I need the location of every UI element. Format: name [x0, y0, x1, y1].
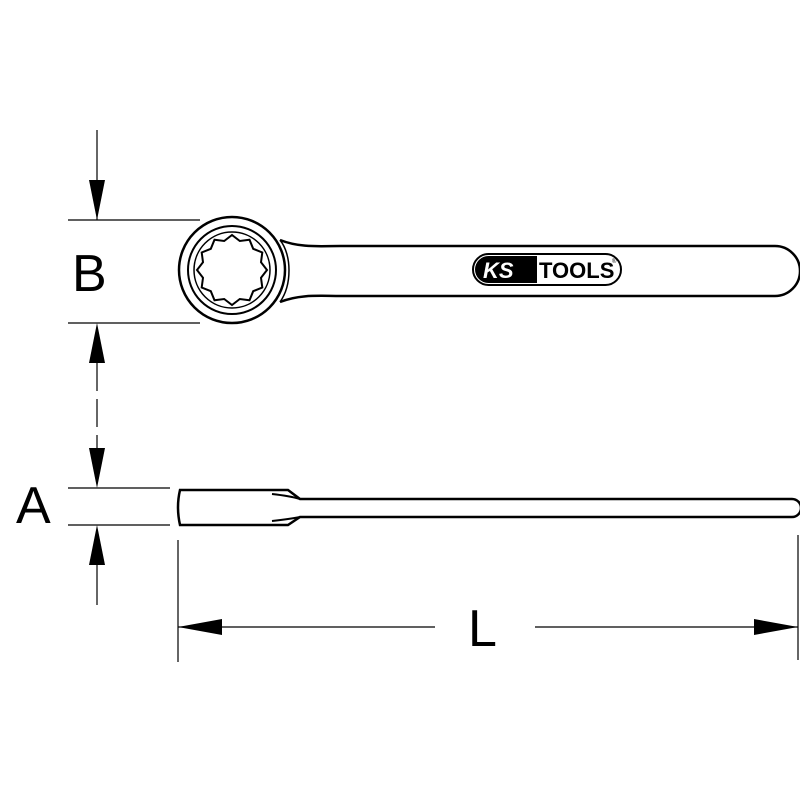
label-l: L	[468, 600, 497, 658]
label-b: B	[72, 245, 107, 303]
twelve-point-socket	[195, 233, 269, 307]
logo-registered-mark: ®	[612, 258, 617, 265]
logo-tools-text: TOOLS	[539, 258, 614, 283]
label-a: A	[16, 477, 51, 535]
dimension-l	[177, 535, 799, 662]
dimension-b	[68, 130, 200, 488]
wrench-side-view	[176, 488, 800, 527]
ks-tools-logo: KS TOOLS ®	[472, 253, 622, 286]
dimension-a	[68, 487, 170, 605]
logo-ks-text: KS	[483, 258, 514, 283]
